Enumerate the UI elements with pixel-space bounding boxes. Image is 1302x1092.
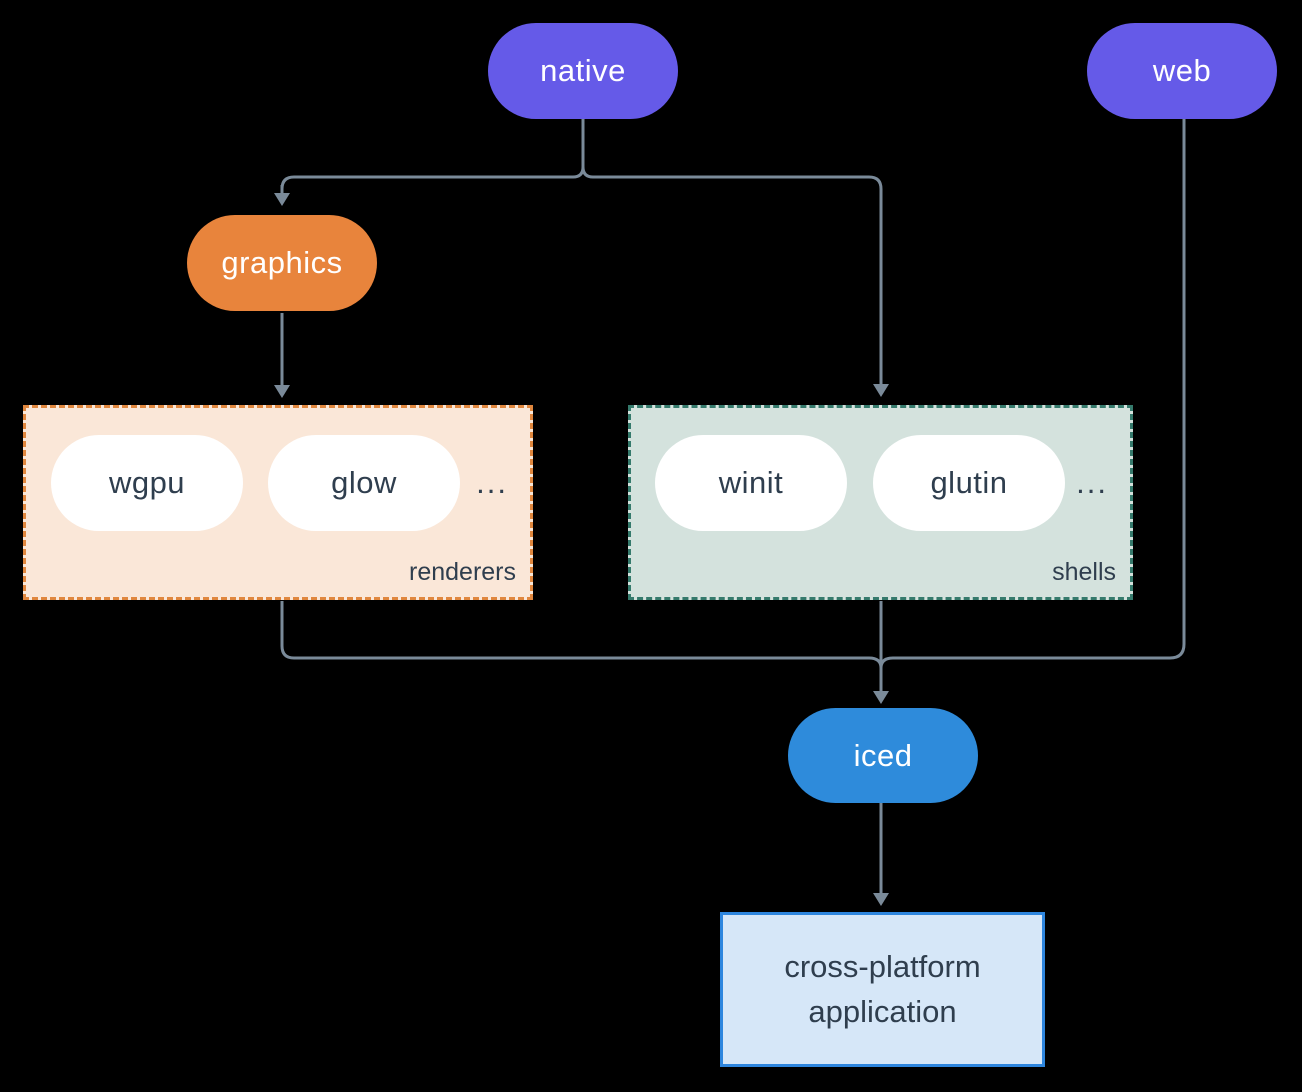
renderers-group-label: renderers bbox=[409, 558, 516, 586]
arrowhead-graphics bbox=[274, 193, 290, 206]
group-shells: winit glutin ... shells bbox=[628, 405, 1133, 600]
node-graphics: graphics bbox=[187, 215, 377, 311]
node-glow-label: glow bbox=[331, 465, 397, 500]
arrowhead-shells bbox=[873, 384, 889, 397]
node-native-label: native bbox=[540, 53, 626, 88]
node-glutin-label: glutin bbox=[930, 465, 1008, 500]
edge-renderers-to-iced bbox=[280, 601, 883, 669]
node-winit: winit bbox=[655, 435, 847, 531]
node-iced-label: iced bbox=[853, 737, 913, 773]
arrowhead-iced bbox=[873, 691, 889, 704]
node-native: native bbox=[488, 23, 678, 119]
shells-group-label: shells bbox=[1052, 558, 1116, 586]
group-renderers: wgpu glow ... renderers bbox=[23, 405, 533, 600]
node-app-label: cross-platform application bbox=[784, 948, 981, 1029]
arrowhead-app bbox=[873, 893, 889, 906]
node-web-label: web bbox=[1152, 53, 1212, 88]
node-iced: iced bbox=[788, 708, 978, 803]
shells-ellipsis: ... bbox=[1076, 465, 1108, 500]
node-cross-platform-application: cross-platform application bbox=[720, 912, 1045, 1067]
node-web: web bbox=[1087, 23, 1277, 119]
edge-native-to-shells bbox=[581, 166, 883, 384]
renderers-ellipsis: ... bbox=[476, 465, 508, 500]
arrowhead-renderers bbox=[274, 385, 290, 398]
node-graphics-label: graphics bbox=[221, 245, 343, 280]
node-wgpu: wgpu bbox=[51, 435, 243, 531]
node-winit-label: winit bbox=[718, 465, 784, 500]
node-wgpu-label: wgpu bbox=[108, 465, 186, 500]
node-glow: glow bbox=[268, 435, 460, 531]
node-glutin: glutin bbox=[873, 435, 1065, 531]
edge-native-to-graphics bbox=[280, 119, 585, 196]
